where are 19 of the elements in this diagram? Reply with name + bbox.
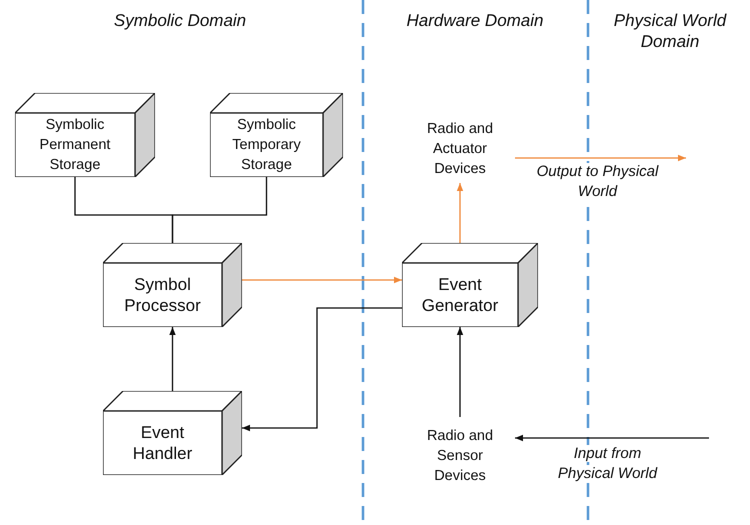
domain-title: Symbolic Domain — [112, 10, 248, 31]
device-label: Radio and Sensor Devices — [426, 427, 494, 486]
arrow — [456, 183, 464, 243]
box-label: Event Handler — [132, 422, 194, 464]
domain-title: Hardware Domain — [406, 10, 544, 31]
connector-line — [172, 177, 268, 243]
arrow — [242, 276, 402, 284]
box-label: Symbolic Permanent Storage — [38, 116, 112, 175]
box-label: Symbol Processor — [123, 274, 202, 316]
box-label: Symbolic Temporary Storage — [231, 116, 302, 175]
arrow — [456, 327, 464, 417]
arrow — [515, 154, 686, 162]
device-label: Radio and Actuator Devices — [426, 120, 494, 179]
arrow — [169, 327, 176, 391]
arrow — [242, 307, 402, 432]
domain-title: Physical World Domain — [612, 10, 728, 52]
edge-label: Input from Physical World — [556, 444, 658, 484]
box-label: Event Generator — [420, 274, 500, 316]
arrow — [515, 434, 709, 442]
